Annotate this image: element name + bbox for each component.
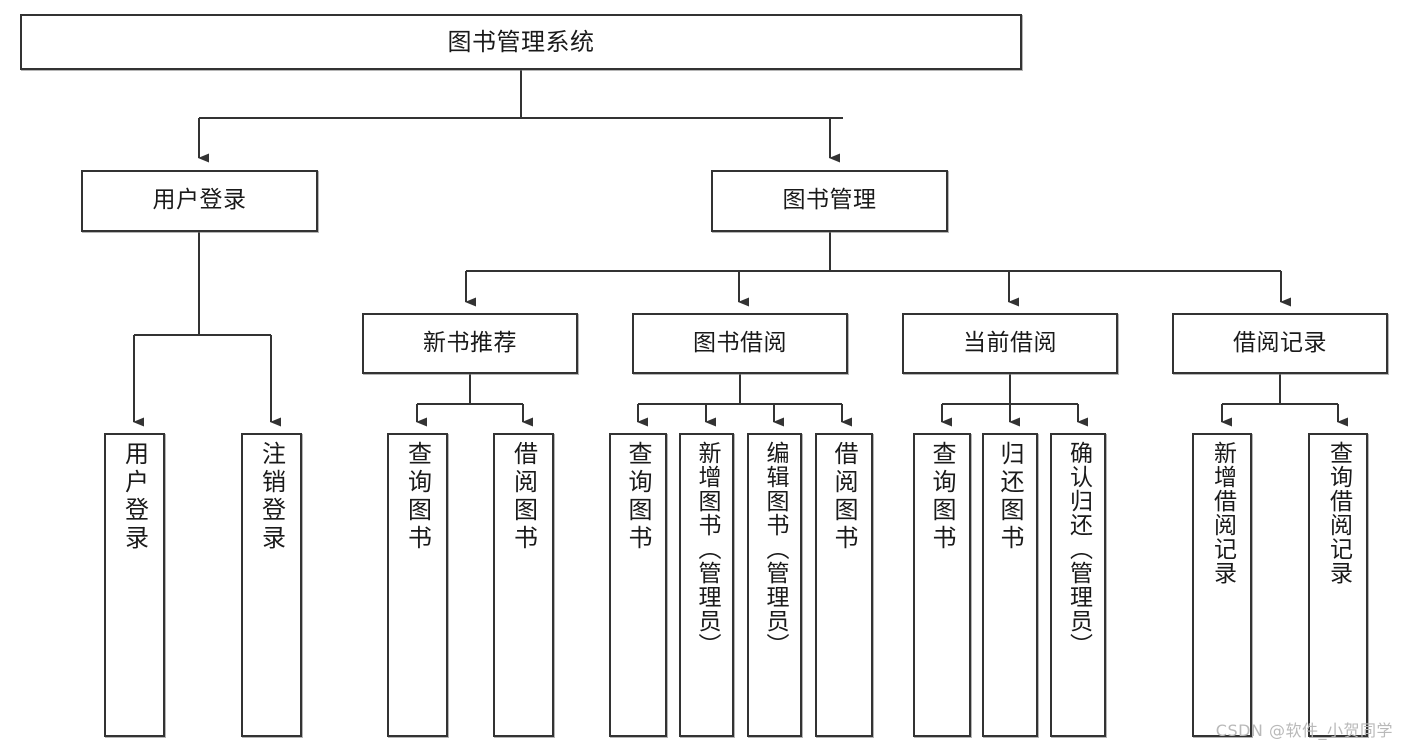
- leaf-borrow-book-borrowing[interactable]: 借阅图书: [815, 433, 873, 737]
- leaf-add-book-admin[interactable]: 新增图书（管理员）: [679, 433, 734, 737]
- leaf-confirm-return-admin[interactable]: 确认归还（管理员）: [1050, 433, 1106, 737]
- leaf-borrow-book-new-book[interactable]: 借阅图书: [493, 433, 554, 737]
- node-label: 确认归还（管理员）: [1065, 441, 1092, 657]
- node-label: 图书管理系统: [447, 27, 595, 56]
- leaf-user-login[interactable]: 用户登录: [104, 433, 165, 737]
- node-label: 借阅图书: [509, 441, 538, 553]
- watermark: CSDN @软件_小贺同学: [1215, 721, 1393, 740]
- node-label: 注销登录: [257, 441, 286, 553]
- node-borrow-records[interactable]: 借阅记录: [1172, 313, 1388, 374]
- node-label: 查询图书: [403, 441, 432, 553]
- leaf-add-borrow-record[interactable]: 新增借阅记录: [1192, 433, 1252, 737]
- leaf-edit-book-admin[interactable]: 编辑图书（管理员）: [747, 433, 802, 737]
- node-label: 归还图书: [996, 441, 1024, 553]
- node-label: 用户登录: [120, 441, 149, 553]
- node-label: 用户登录: [152, 187, 247, 214]
- node-label: 查询图书: [624, 441, 652, 553]
- node-current-borrowing[interactable]: 当前借阅: [902, 313, 1118, 374]
- node-label: 借阅记录: [1233, 329, 1327, 356]
- node-label: 编辑图书（管理员）: [762, 441, 788, 657]
- node-book-management[interactable]: 图书管理: [711, 170, 948, 232]
- node-label: 借阅图书: [830, 441, 858, 553]
- node-new-book-recommendation[interactable]: 新书推荐: [362, 313, 578, 374]
- leaf-query-book-new-book[interactable]: 查询图书: [387, 433, 448, 737]
- node-label: 新增图书（管理员）: [694, 441, 720, 657]
- node-user-login[interactable]: 用户登录: [81, 170, 318, 232]
- node-label: 图书借阅: [693, 329, 787, 356]
- leaf-query-book-current[interactable]: 查询图书: [913, 433, 971, 737]
- leaf-return-book[interactable]: 归还图书: [982, 433, 1038, 737]
- node-label: 当前借阅: [963, 329, 1057, 356]
- leaf-query-borrow-record[interactable]: 查询借阅记录: [1308, 433, 1368, 737]
- leaf-logout[interactable]: 注销登录: [241, 433, 302, 737]
- node-label: 图书管理: [782, 187, 877, 214]
- node-book-borrowing[interactable]: 图书借阅: [632, 313, 848, 374]
- leaf-query-book-borrowing[interactable]: 查询图书: [609, 433, 667, 737]
- node-label: 查询借阅记录: [1325, 441, 1352, 585]
- node-label: 查询图书: [928, 441, 956, 553]
- node-label: 新增借阅记录: [1209, 441, 1236, 585]
- node-root-book-management-system[interactable]: 图书管理系统: [20, 14, 1022, 70]
- node-label: 新书推荐: [423, 329, 517, 356]
